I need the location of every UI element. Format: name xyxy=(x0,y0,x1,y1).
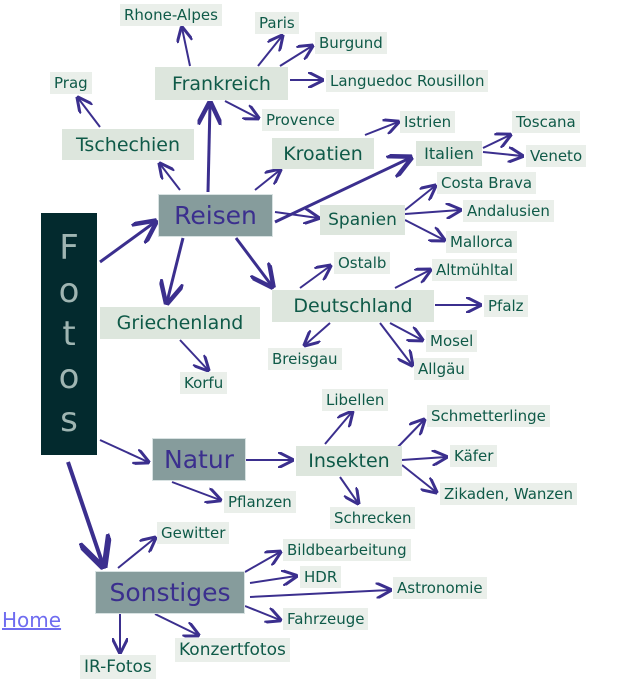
node-griechenland[interactable]: Griechenland xyxy=(100,307,260,339)
node-libellen[interactable]: Libellen xyxy=(322,389,389,411)
node-mallorca[interactable]: Mallorca xyxy=(446,231,517,253)
node-burgund[interactable]: Burgund xyxy=(315,32,387,54)
node-korfu[interactable]: Korfu xyxy=(180,372,228,394)
node-fahrzeuge[interactable]: Fahrzeuge xyxy=(283,608,369,630)
node-zikaden-wanzen[interactable]: Zikaden, Wanzen xyxy=(440,483,578,505)
root-letter: o xyxy=(58,356,80,397)
root-letter: s xyxy=(60,399,78,440)
root-node-fotos[interactable]: F o t o s xyxy=(41,213,97,455)
node-konzertfotos[interactable]: Konzertfotos xyxy=(175,638,290,662)
node-istrien[interactable]: Istrien xyxy=(400,111,456,133)
node-allgaeu[interactable]: Allgäu xyxy=(414,358,469,380)
node-deutschland[interactable]: Deutschland xyxy=(272,290,434,322)
node-ir-fotos[interactable]: IR-Fotos xyxy=(80,655,156,679)
node-pfalz[interactable]: Pfalz xyxy=(484,295,528,317)
node-insekten[interactable]: Insekten xyxy=(296,446,402,476)
node-astronomie[interactable]: Astronomie xyxy=(393,577,487,599)
node-provence[interactable]: Provence xyxy=(262,109,339,131)
node-italien[interactable]: Italien xyxy=(416,141,482,166)
root-letter: t xyxy=(62,313,76,354)
node-costa-brava[interactable]: Costa Brava xyxy=(437,172,537,194)
node-tschechien[interactable]: Tschechien xyxy=(62,129,194,160)
node-veneto[interactable]: Veneto xyxy=(526,145,587,167)
node-altmuehltal[interactable]: Altmühltal xyxy=(432,259,518,281)
node-natur[interactable]: Natur xyxy=(152,438,246,481)
node-gewitter[interactable]: Gewitter xyxy=(157,522,230,544)
node-breisgau[interactable]: Breisgau xyxy=(268,348,342,370)
home-link[interactable]: Home xyxy=(2,608,62,632)
root-letter: F xyxy=(59,228,79,269)
node-prag[interactable]: Prag xyxy=(50,72,92,94)
node-spanien[interactable]: Spanien xyxy=(320,205,405,235)
node-andalusien[interactable]: Andalusien xyxy=(463,200,554,222)
node-bildbearbeitung[interactable]: Bildbearbeitung xyxy=(283,539,411,561)
node-kaefer[interactable]: Käfer xyxy=(450,445,498,467)
node-schrecken[interactable]: Schrecken xyxy=(330,507,416,529)
node-rhone-alpes[interactable]: Rhone-Alpes xyxy=(120,4,222,26)
node-hdr[interactable]: HDR xyxy=(300,566,342,588)
root-letter: o xyxy=(58,271,80,312)
node-frankreich[interactable]: Frankreich xyxy=(155,67,288,100)
node-ostalb[interactable]: Ostalb xyxy=(334,252,391,274)
node-kroatien[interactable]: Kroatien xyxy=(272,138,374,169)
node-sonstiges[interactable]: Sonstiges xyxy=(95,571,245,614)
node-pflanzen[interactable]: Pflanzen xyxy=(224,491,296,513)
node-schmetterlinge[interactable]: Schmetterlinge xyxy=(427,405,550,427)
node-languedoc[interactable]: Languedoc Rousillon xyxy=(326,70,489,92)
node-reisen[interactable]: Reisen xyxy=(158,194,273,237)
node-paris[interactable]: Paris xyxy=(255,12,299,34)
node-mosel[interactable]: Mosel xyxy=(426,330,478,352)
node-toscana[interactable]: Toscana xyxy=(512,111,580,133)
